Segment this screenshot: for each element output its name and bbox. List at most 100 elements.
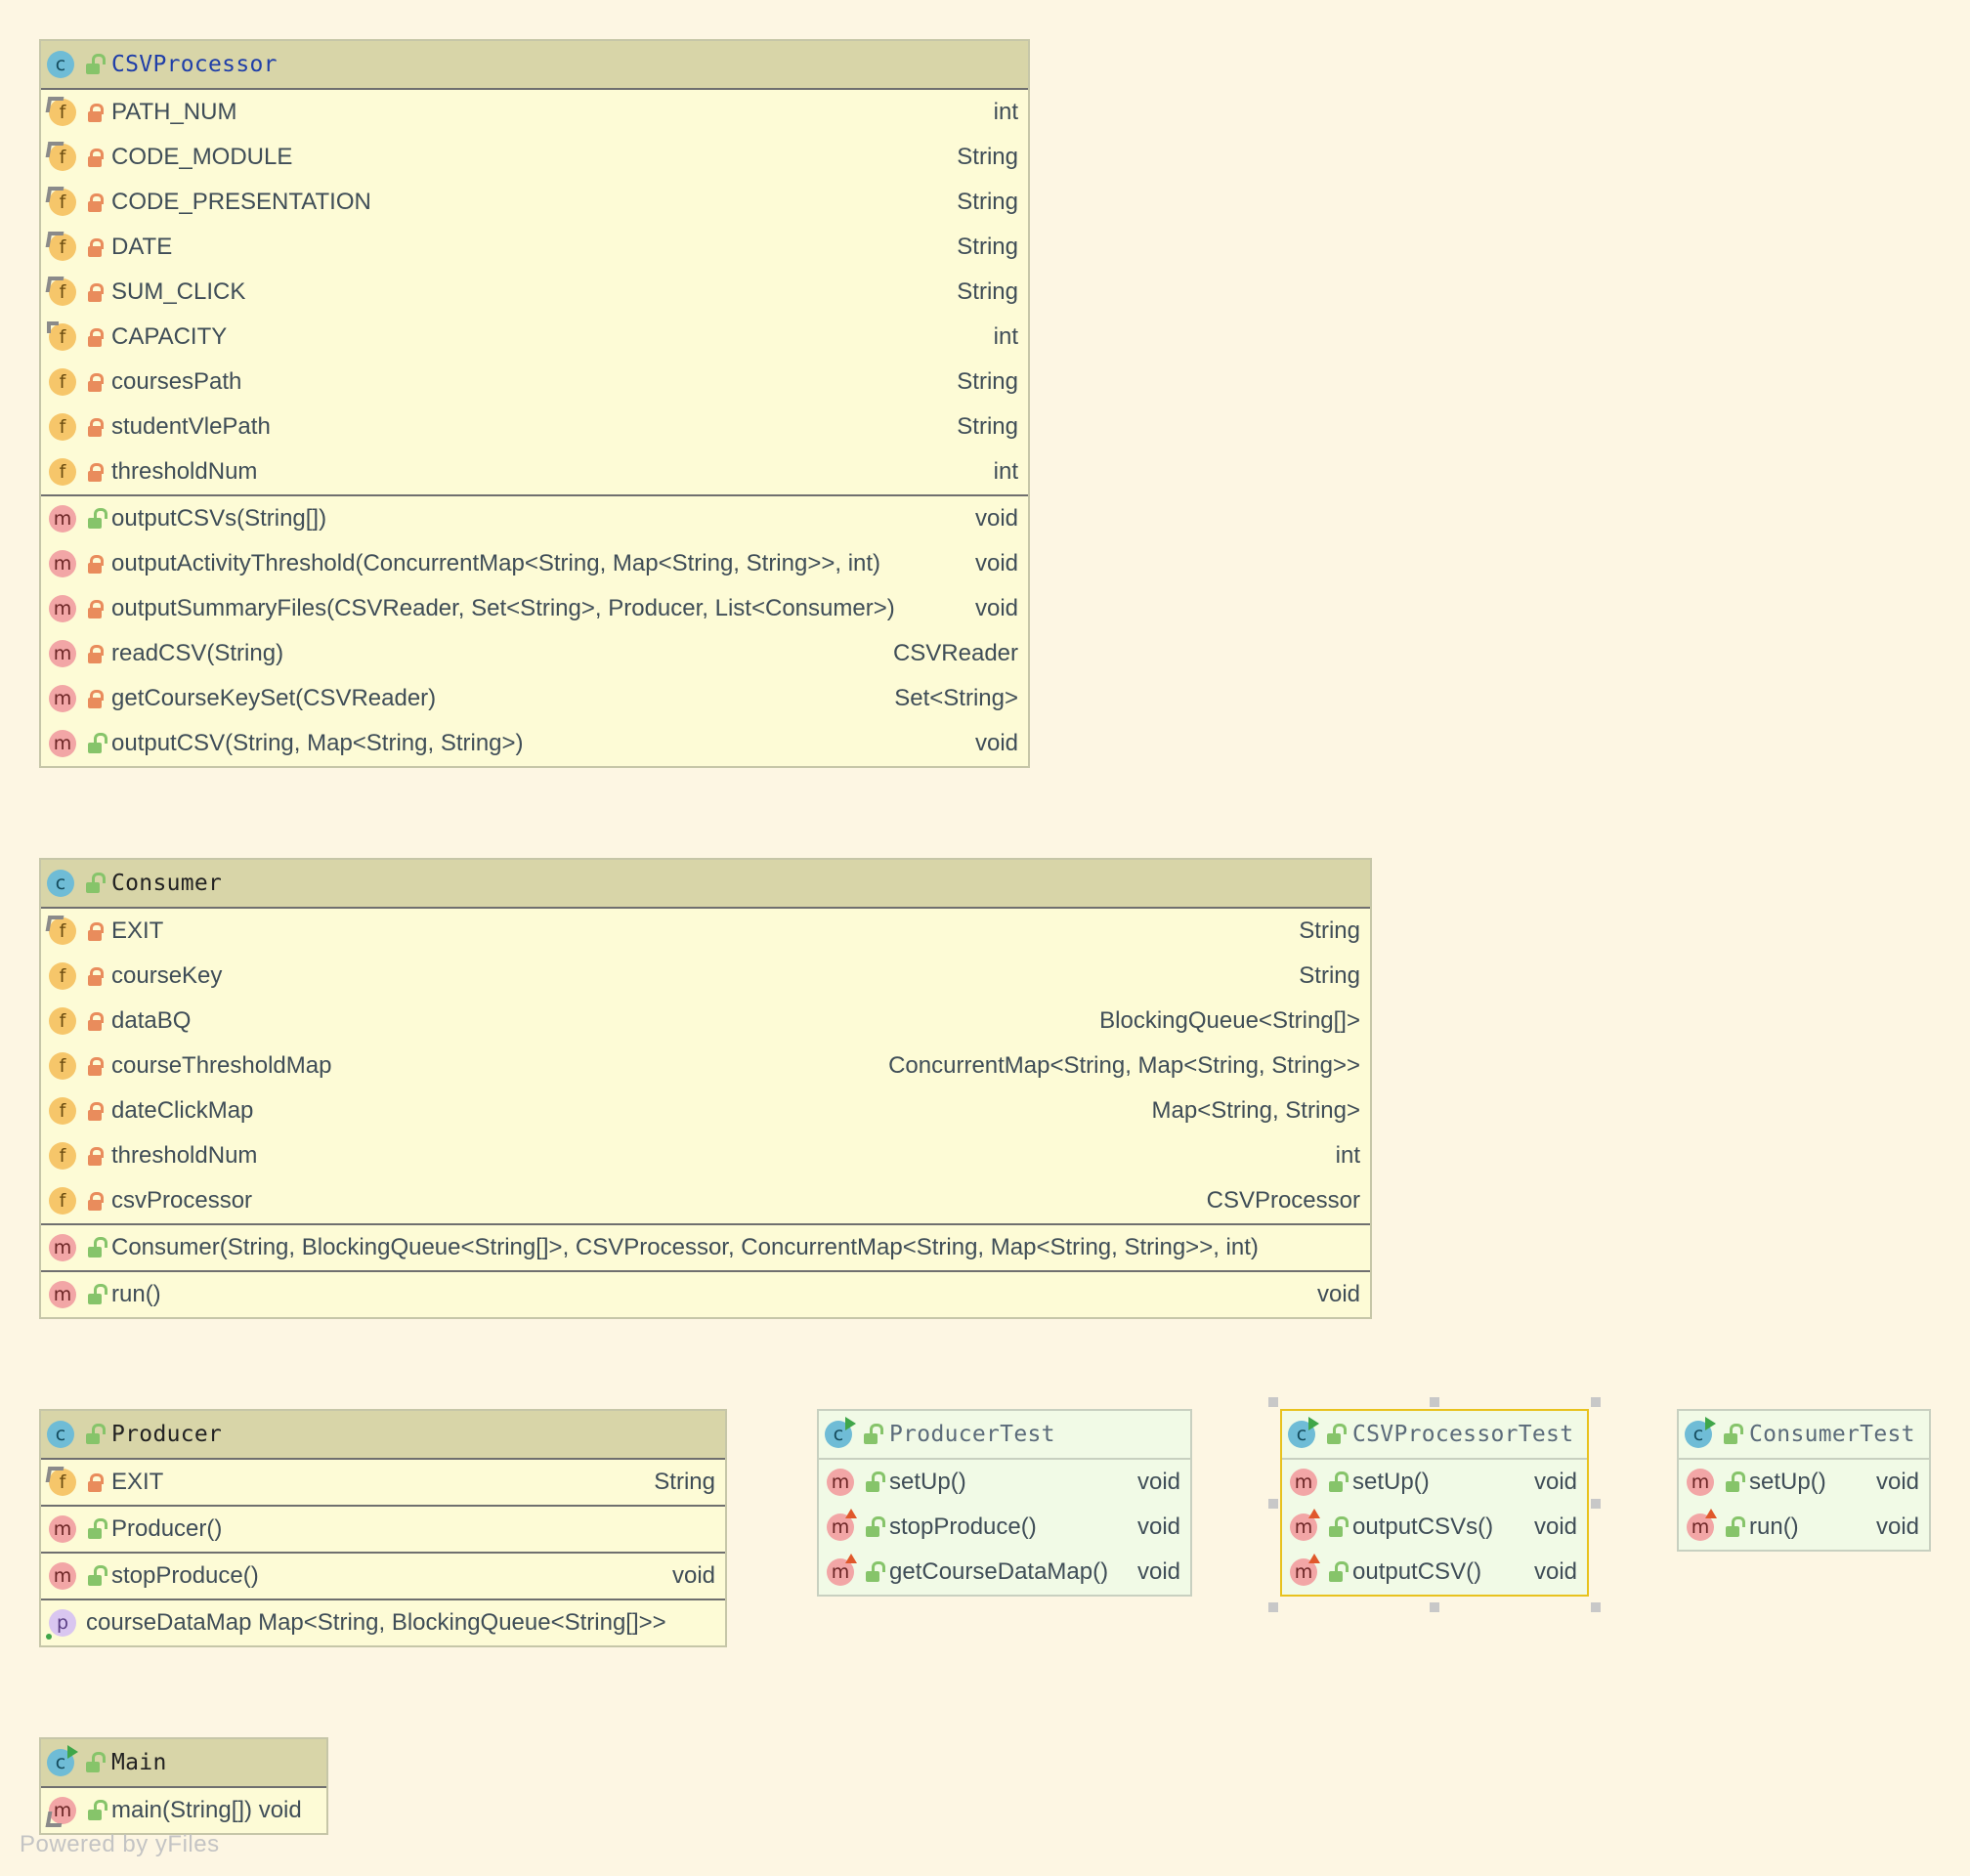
- class-header: c CSVProcessor: [41, 41, 1028, 90]
- public-icon: [86, 1518, 107, 1540]
- field-type: CSVProcessor: [1206, 1187, 1360, 1214]
- resize-handle-sw[interactable]: [1268, 1602, 1278, 1612]
- field-type: Map<String, String>: [1151, 1097, 1360, 1124]
- field-type: String: [957, 144, 1018, 170]
- resize-handle-ne[interactable]: [1591, 1397, 1601, 1407]
- test-method-icon: m: [1687, 1509, 1717, 1541]
- field-icon: f: [49, 1187, 76, 1215]
- constructors-section: m Producer(): [41, 1507, 725, 1554]
- method-return-type: void: [1533, 1514, 1577, 1540]
- test-class-icon: c: [1288, 1417, 1319, 1448]
- class-header: c Main: [41, 1739, 326, 1788]
- method-icon: m: [49, 640, 76, 667]
- resize-handle-nw[interactable]: [1268, 1397, 1278, 1407]
- method-return-type: void: [1875, 1514, 1919, 1540]
- resize-handle-n[interactable]: [1430, 1397, 1439, 1407]
- method-icon: m: [49, 505, 76, 533]
- private-icon: [86, 1190, 104, 1212]
- public-icon: [84, 54, 106, 75]
- method-icon: m: [49, 1234, 76, 1261]
- method-icon: m: [49, 595, 76, 622]
- method-icon: m: [49, 1515, 76, 1543]
- method-icon: m: [1687, 1469, 1714, 1496]
- method-icon: m: [1290, 1469, 1317, 1496]
- field-type: int: [993, 99, 1018, 125]
- private-icon: [86, 1010, 104, 1032]
- field-icon: f: [49, 1097, 76, 1125]
- public-icon: [1327, 1561, 1349, 1583]
- field-name: courseThresholdMap: [111, 1052, 332, 1079]
- field-type: int: [993, 323, 1018, 350]
- field-icon: f: [49, 1052, 76, 1080]
- field-name: PATH_NUM: [111, 99, 237, 125]
- private-icon: [86, 688, 104, 709]
- method-return-type: void: [1136, 1469, 1180, 1495]
- method-icon: m: [49, 1281, 76, 1308]
- field-icon: f: [49, 1142, 76, 1170]
- resize-handle-se[interactable]: [1591, 1602, 1601, 1612]
- method-name: outputCSVs(String[]): [111, 505, 327, 532]
- resize-handle-w[interactable]: [1268, 1499, 1278, 1509]
- constructor-row[interactable]: m Producer(): [41, 1507, 725, 1552]
- field-row[interactable]: f dateClickMap Map<String, String>: [41, 1088, 1370, 1133]
- resize-handle-s[interactable]: [1430, 1602, 1439, 1612]
- field-type: String: [957, 278, 1018, 305]
- constructor-name: Producer(): [111, 1515, 223, 1542]
- static-final-field-icon: f: [45, 142, 76, 171]
- static-method-icon: m: [45, 1797, 76, 1827]
- public-icon: [1325, 1424, 1347, 1445]
- test-method-icon: m: [1290, 1509, 1320, 1541]
- field-name: dateClickMap: [111, 1097, 254, 1124]
- resize-handle-e[interactable]: [1591, 1499, 1601, 1509]
- field-name: courseKey: [111, 962, 223, 989]
- private-icon: [86, 416, 104, 438]
